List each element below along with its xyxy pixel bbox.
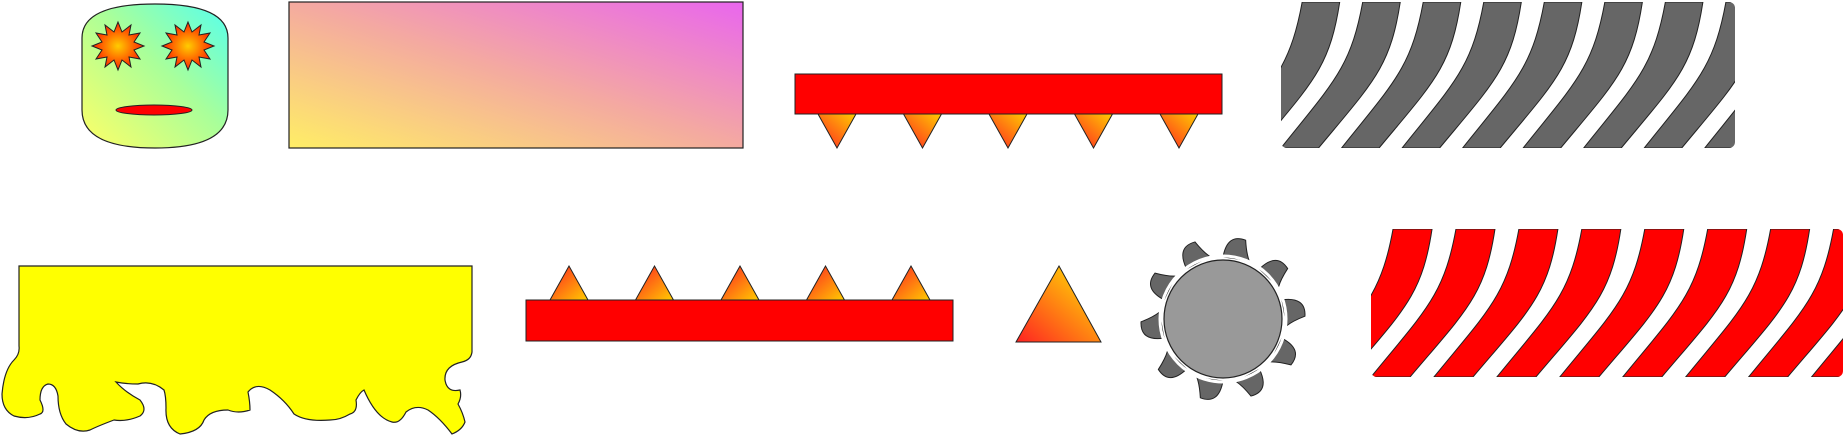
tooth-up <box>891 264 931 301</box>
sun-petal <box>1149 272 1177 301</box>
mouth-ellipse <box>115 104 193 116</box>
stripe <box>1747 229 1843 377</box>
gradient-banner <box>288 1 744 149</box>
yellow-drip-banner <box>1 265 473 435</box>
tooth-up <box>549 264 589 301</box>
stripe <box>1621 229 1748 377</box>
tooth-down <box>988 113 1028 150</box>
stripe <box>1432 229 1559 377</box>
stripe <box>1684 229 1811 377</box>
sun-core-halo <box>1158 254 1288 384</box>
sun-core <box>1163 259 1283 379</box>
stripe <box>1371 229 1496 377</box>
tooth-down <box>1073 113 1114 150</box>
sun-petal <box>1235 368 1264 397</box>
stripe <box>1765 2 1844 148</box>
tooth-up <box>634 264 675 301</box>
stripe <box>1281 2 1341 148</box>
gray-sun-gear <box>1140 238 1306 400</box>
stripe <box>1371 229 1433 377</box>
red-bar-with-teeth-down <box>794 73 1223 150</box>
stripe <box>1582 2 1704 148</box>
sun-petal <box>1157 350 1188 379</box>
sun-petal <box>1182 241 1211 270</box>
sun-petal <box>1281 298 1306 327</box>
stripe <box>1643 2 1735 148</box>
gradient-triangle <box>1015 264 1102 343</box>
stripe <box>1495 229 1622 377</box>
gray-diagonal-stripes <box>1281 2 1844 148</box>
face-shape <box>81 3 229 149</box>
red-bar-with-teeth-up <box>525 264 954 342</box>
stripe <box>1401 2 1522 148</box>
tooth-down <box>902 113 943 150</box>
red-diagonal-stripes <box>1371 229 1843 377</box>
sun-petal <box>1258 259 1289 288</box>
sun-petal <box>1140 311 1165 340</box>
left-eye-starburst <box>90 20 146 72</box>
stripe <box>1703 2 1735 148</box>
tooth-up <box>805 264 846 301</box>
right-eye-starburst <box>160 20 216 72</box>
stripe <box>1461 2 1583 148</box>
tooth-up <box>720 264 760 301</box>
stripe <box>1522 2 1643 148</box>
stripe <box>1281 2 1401 148</box>
stripe <box>1810 229 1843 377</box>
stripe <box>1558 229 1685 377</box>
tooth-down <box>1159 113 1199 150</box>
sun-petal <box>1269 337 1297 366</box>
tooth-down <box>817 113 857 150</box>
stripe <box>1340 2 1462 148</box>
